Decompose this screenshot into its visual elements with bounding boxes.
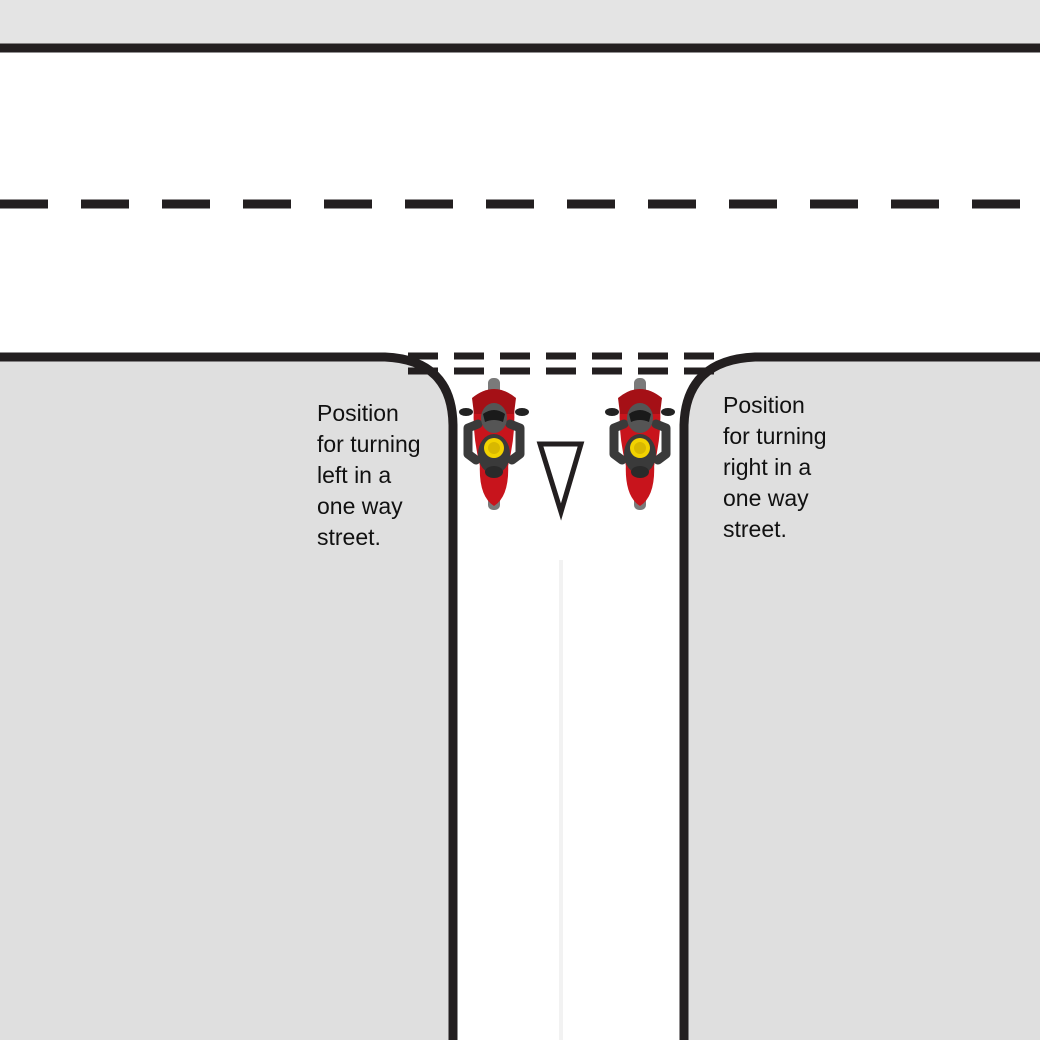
left-turn-caption: Position for turning left in a one way s… [317,400,421,550]
top-footpath [0,0,1040,48]
give-way-lines [408,352,730,375]
right-kerb-line [679,352,1040,1040]
give-way-triangle-icon [536,441,585,521]
left-kerb-line [0,352,458,1040]
side-street [378,355,762,1040]
right-turn-caption: Position for turning right in a one way … [723,392,827,542]
lower-left-block [0,357,450,1040]
lower-right-block [685,357,1040,1040]
